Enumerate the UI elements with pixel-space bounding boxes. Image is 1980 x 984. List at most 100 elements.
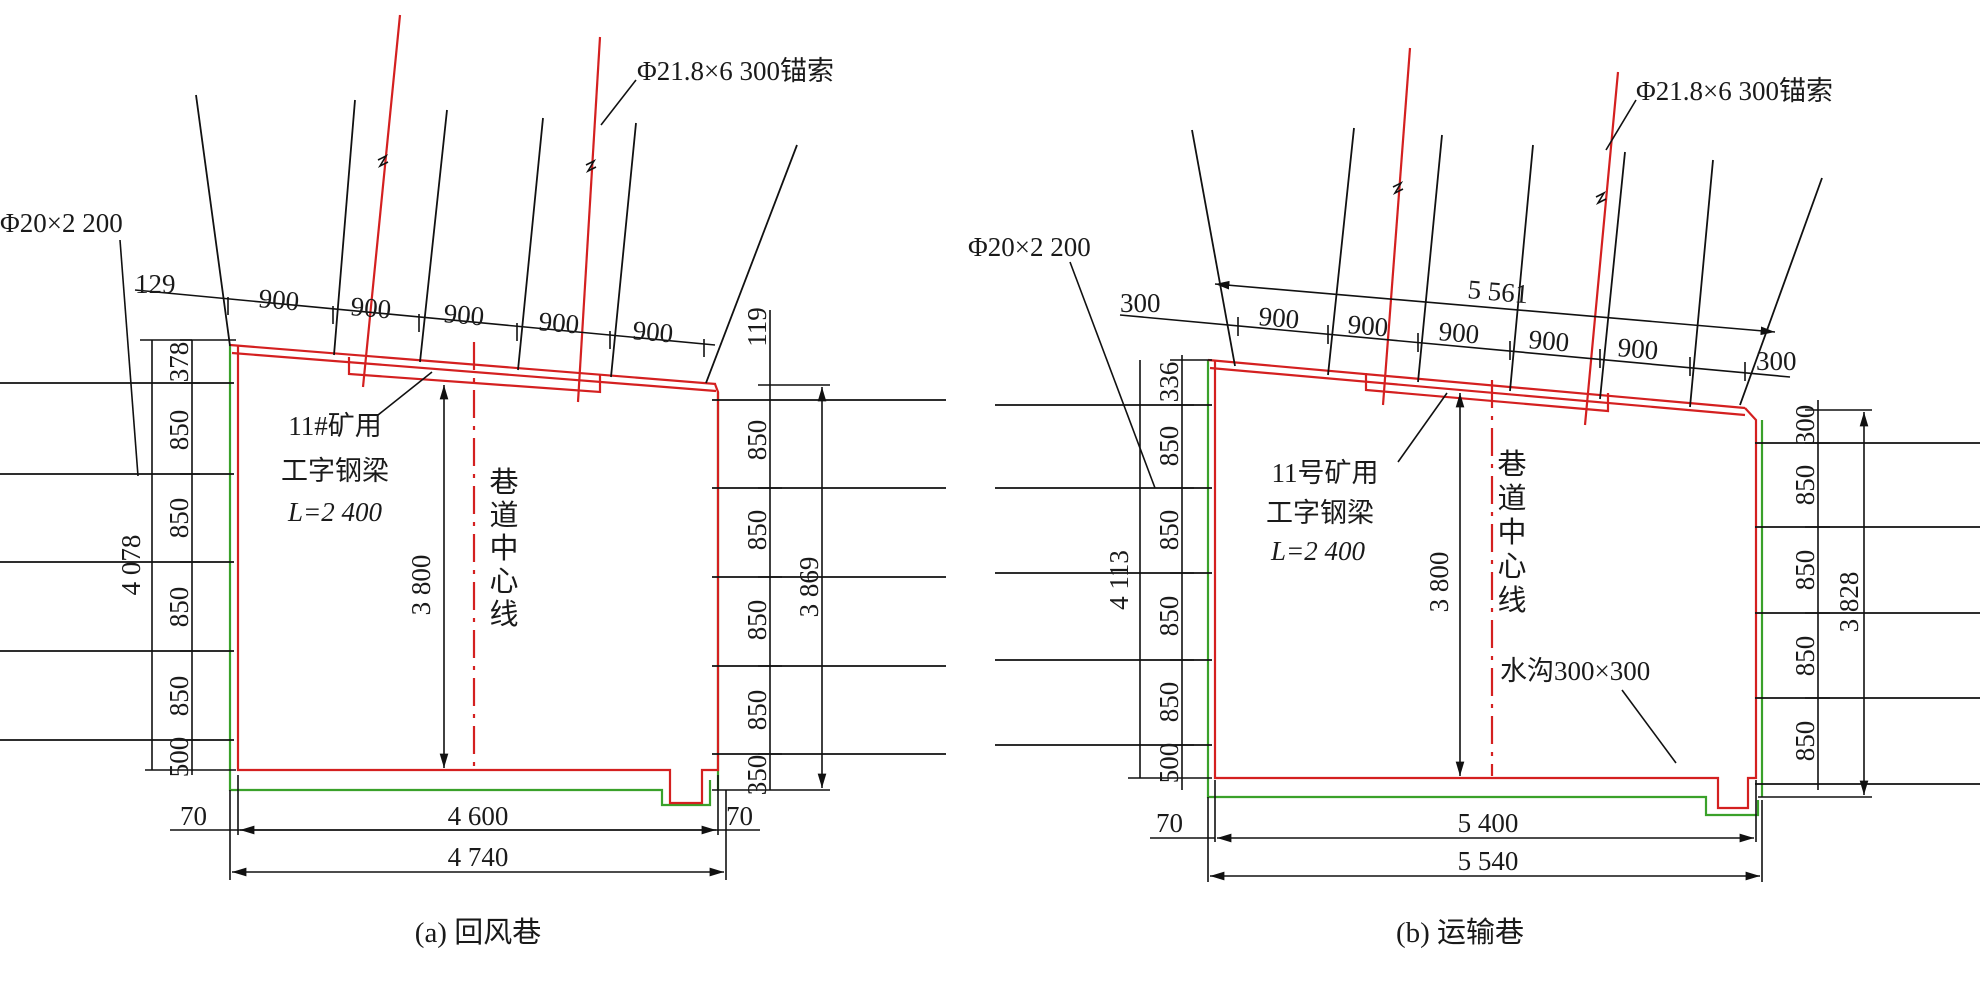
dim-900: 900 (349, 291, 392, 324)
dim-850: 850 (1154, 596, 1184, 637)
roof-bolt (195, 94, 231, 347)
beam-label-line2: 工字钢梁 (281, 456, 389, 486)
dim-850: 850 (742, 420, 772, 461)
dim-900: 900 (257, 283, 300, 316)
roof-bolt (1509, 144, 1534, 392)
dim-850: 850 (1154, 510, 1184, 551)
roadway-section (236, 345, 720, 805)
leader-line (600, 79, 637, 126)
right-height-dim: 3 869 (794, 557, 824, 618)
cable-break-mark (585, 159, 597, 173)
left-dimension-chain: 336 850 850 850 850 500 4 113 (1104, 355, 1212, 790)
roof-line-inner (1209, 366, 1746, 417)
beam-label-line3: L=2 400 (1270, 536, 1365, 566)
dim-850: 850 (164, 676, 194, 717)
dim-850: 850 (164, 587, 194, 628)
dim-line (134, 289, 716, 346)
centerline-char: 中 (1497, 516, 1526, 549)
top-dimension-chain: 5 561 300 900 900 900 900 900 300 (1119, 274, 1797, 381)
centerline-char: 巷 (1497, 448, 1526, 481)
beam-label-line1: 11#矿用 (288, 411, 382, 441)
centerline-char: 心 (1497, 551, 1526, 583)
dim-350: 350 (742, 755, 772, 796)
cable-break-mark (1595, 191, 1607, 205)
anchor-cable (361, 14, 402, 388)
roof-bolt (517, 117, 544, 371)
leader-line (1069, 261, 1156, 489)
roadway-section (1213, 360, 1758, 810)
centerline-char: 线 (1497, 584, 1526, 617)
dim-900: 900 (1257, 301, 1300, 334)
dim-850: 850 (164, 498, 194, 539)
dim-129: 129 (135, 269, 176, 299)
side-bolts-right (712, 399, 946, 755)
roof-bolt (419, 109, 448, 363)
dim-850: 850 (164, 410, 194, 451)
side-bolts-right (1755, 442, 1980, 785)
caption-a: (a) 回风巷 (415, 916, 541, 949)
anchor-cable (576, 36, 602, 403)
top-dimension-chain: 129 900 900 900 900 900 (134, 269, 716, 357)
cable-break-mark (377, 154, 389, 168)
panel-b: 5 561 300 900 900 900 900 900 300 Φ20×2 … (968, 47, 1980, 949)
leader-line (1621, 689, 1677, 764)
inner-width-dim: 4 600 (448, 801, 509, 831)
centerline-char: 中 (489, 532, 518, 565)
dim-900: 900 (1346, 309, 1389, 342)
support-outline-left (228, 345, 712, 807)
dim-900: 900 (1437, 316, 1480, 349)
center-height-dim: 3 800 (406, 555, 436, 616)
center-height-dim: 3 800 (1424, 552, 1454, 613)
dim-line (1119, 314, 1791, 378)
dim-850: 850 (1790, 721, 1820, 762)
roof-line-inner (231, 351, 717, 393)
bottom-dimensions: 70 5 400 5 540 (1150, 780, 1763, 882)
dim-70-left: 70 (180, 801, 207, 831)
dim-line (1214, 280, 1776, 336)
dim-850: 850 (1790, 465, 1820, 506)
centerline-char: 线 (489, 598, 518, 631)
dim-300: 300 (1120, 288, 1161, 318)
panel-a: 129 900 900 900 900 900 Φ20×2 200 Φ21.8×… (0, 14, 946, 949)
dim-300: 300 (1756, 346, 1797, 376)
dim-850: 850 (1154, 426, 1184, 467)
cable-break-mark (1392, 181, 1404, 195)
roof-bolt (1739, 177, 1823, 406)
ditch-label: 水沟300×300 (1500, 656, 1650, 686)
roof-bolts (1191, 127, 1823, 408)
support-outline-left (1206, 360, 1760, 817)
dim-300: 300 (1790, 405, 1820, 446)
centerline-char: 道 (489, 499, 518, 532)
dim-900: 900 (1527, 324, 1570, 357)
anchor-cables (361, 14, 602, 403)
right-dimension-chain: 119 850 850 850 850 350 3 869 (712, 307, 830, 795)
dim-900: 900 (631, 315, 674, 348)
bolt-spec-label: Φ20×2 200 (0, 208, 123, 238)
leader-line (119, 239, 139, 477)
outer-width-dim: 4 740 (448, 842, 509, 872)
roof-bolts (195, 94, 798, 384)
roof-bolt (705, 144, 798, 384)
centerline-char: 巷 (489, 466, 518, 499)
dim-70-right: 70 (726, 801, 753, 831)
steel-beam (1364, 373, 1610, 413)
dim-900: 900 (537, 306, 580, 339)
right-dimension-chain: 300 850 850 850 850 3 828 (1758, 400, 1872, 798)
anchor-spec-label: Φ21.8×6 300锚索 (637, 56, 834, 86)
bolt-spec-label: Φ20×2 200 (968, 232, 1091, 262)
dim-70-left: 70 (1156, 808, 1183, 838)
roof-bolt (1191, 129, 1236, 367)
steel-beam (347, 357, 602, 394)
centerline-char: 道 (1497, 482, 1526, 515)
dim-850: 850 (742, 510, 772, 551)
dim-850: 850 (1790, 636, 1820, 677)
dim-500: 500 (164, 737, 194, 778)
dim-850: 850 (742, 690, 772, 731)
anchor-cable (1381, 47, 1412, 406)
dim-850: 850 (742, 600, 772, 641)
leader-line (1605, 99, 1637, 151)
beam-label-line2: 工字钢梁 (1266, 498, 1374, 528)
dim-500: 500 (1154, 743, 1184, 784)
